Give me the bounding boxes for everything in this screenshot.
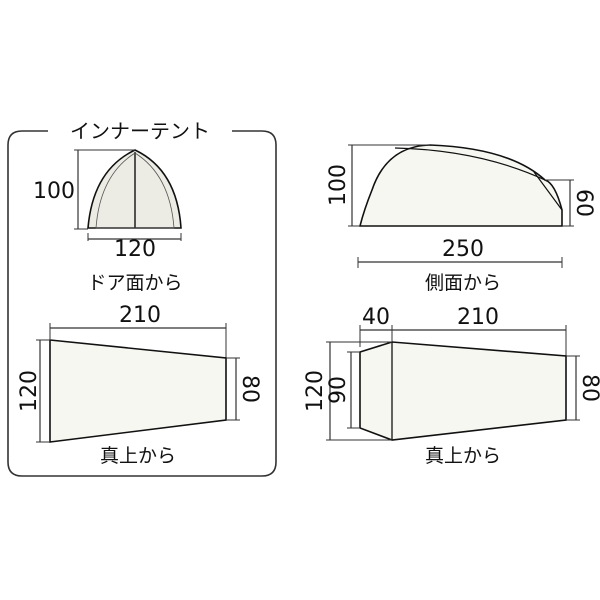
outer-top-view: 40 210 120 90 80 真上から [303,305,600,467]
outer-side-length-label: 250 [442,237,484,262]
outer-top-left-outer-label: 120 [303,370,328,412]
inner-door-view: 100 120 ドア面から [33,149,183,294]
inner-top-length-label: 210 [119,303,161,328]
inner-top-caption: 真上から [100,445,176,467]
inner-door-width-label: 120 [114,237,156,262]
inner-top-view: 210 120 80 真上から [17,303,262,467]
inner-door-height-label: 100 [33,179,75,204]
outer-top-caption: 真上から [425,445,501,467]
outer-top-vestibule-label: 40 [362,305,390,330]
outer-side-height-label: 100 [326,164,351,206]
outer-side-ridge [394,147,546,181]
inner-tent-frame [7,130,277,477]
outer-top-length-label: 210 [457,305,499,330]
outer-side-view: 100 60 250 側面から [326,144,596,294]
outer-side-rear-height-label: 60 [571,189,596,217]
inner-tent-panel: インナーテント 100 120 ドア面から 210 [7,119,277,477]
outer-side-outline [358,144,563,227]
outer-top-outline [359,341,567,441]
inner-top-left-label: 120 [17,370,42,412]
inner-top-right-label: 80 [237,375,262,403]
inner-top-outline [49,339,227,443]
outer-side-caption: 側面から [425,272,501,294]
outer-top-right-label: 80 [577,374,600,402]
inner-door-inner-line [95,152,175,229]
outer-top-left-inner-label: 90 [326,376,351,404]
inner-door-caption: ドア面から [87,272,182,294]
inner-tent-title: インナーテント [70,119,210,143]
